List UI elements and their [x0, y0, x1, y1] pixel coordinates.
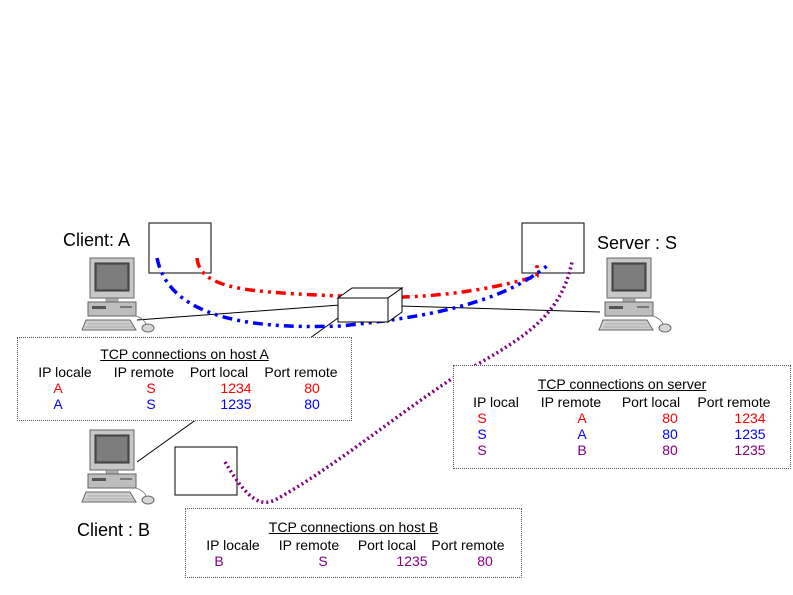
server-socket-box: [521, 222, 585, 274]
cell-ip-remote: A: [577, 410, 587, 426]
connection-a-1235-path: [155, 257, 550, 329]
header-ip-remote: IP remote: [278, 537, 340, 553]
connection-b-1235-path: [223, 261, 574, 504]
cell-port-remote: 80: [304, 396, 320, 412]
cell-port-local: 1235: [220, 396, 252, 412]
table-row: S A 80 1235: [454, 426, 790, 442]
client-b-label: Client : B: [77, 520, 151, 540]
header-port-local: Port local: [621, 394, 681, 410]
header-port-remote: Port remote: [264, 364, 338, 380]
server-label: Server : S: [597, 233, 678, 253]
header-ip-remote: IP remote: [540, 394, 602, 410]
cell-ip-remote: B: [577, 442, 587, 458]
cell-port-remote: 80: [477, 553, 493, 569]
header-ip-local: IP locale: [206, 537, 260, 553]
host-b-header-row: IP locale IP remote Port local Port remo…: [186, 537, 521, 553]
cell-port-local: 80: [662, 442, 678, 458]
cell-port-remote: 1234: [734, 410, 766, 426]
host-b-table-title: TCP connections on host B: [268, 519, 439, 535]
cell-ip-local: B: [214, 553, 224, 569]
header-ip-local: IP local: [473, 394, 519, 410]
cell-port-local: 1234: [220, 380, 252, 396]
client-a-label: Client: A: [63, 230, 131, 250]
cell-ip-remote: A: [577, 426, 587, 442]
cell-ip-remote: S: [146, 380, 156, 396]
cell-port-local: 80: [662, 410, 678, 426]
switch-icon: [336, 287, 404, 323]
host-a-table-title: TCP connections on host A: [100, 346, 269, 362]
table-row: A S 1234 80: [18, 380, 351, 396]
cell-ip-local: A: [53, 396, 63, 412]
cell-ip-remote: S: [318, 553, 328, 569]
cell-ip-local: S: [477, 426, 487, 442]
table-row: S A 80 1234: [454, 410, 790, 426]
cell-ip-local: A: [53, 380, 63, 396]
cell-ip-local: S: [477, 442, 487, 458]
header-port-remote: Port remote: [431, 537, 505, 553]
host-a-header-row: IP locale IP remote Port local Port remo…: [18, 364, 351, 380]
cell-ip-remote: S: [146, 396, 156, 412]
cell-port-local: 80: [662, 426, 678, 442]
client-a-computer-icon: [81, 257, 155, 333]
cell-ip-local: S: [477, 410, 487, 426]
cable-switch-to-server: [399, 305, 601, 313]
cable-client-a-to-switch: [136, 304, 341, 321]
header-ip-remote: IP remote: [113, 364, 175, 380]
cell-port-local: 1235: [396, 553, 428, 569]
client-b-socket-box: [174, 446, 238, 496]
server-computer-icon: [598, 257, 672, 333]
server-header-row: IP local IP remote Port local Port remot…: [454, 394, 790, 410]
table-row: B S 1235 80: [186, 553, 521, 569]
client-b-computer-icon: [81, 429, 155, 505]
cell-port-remote: 1235: [734, 442, 766, 458]
header-port-local: Port local: [189, 364, 249, 380]
server-table-title: TCP connections on server: [537, 376, 707, 392]
header-ip-local: IP locale: [38, 364, 92, 380]
host-b-connections-table: TCP connections on host B IP locale IP r…: [185, 508, 522, 578]
cell-port-remote: 80: [304, 380, 320, 396]
cell-port-remote: 1235: [734, 426, 766, 442]
table-row: S B 80 1235: [454, 442, 790, 458]
header-port-remote: Port remote: [697, 394, 771, 410]
header-port-local: Port local: [357, 537, 417, 553]
server-connections-table: TCP connections on server IP local IP re…: [453, 365, 791, 469]
table-row: A S 1235 80: [18, 396, 351, 412]
host-a-connections-table: TCP connections on host A IP locale IP r…: [17, 337, 352, 421]
